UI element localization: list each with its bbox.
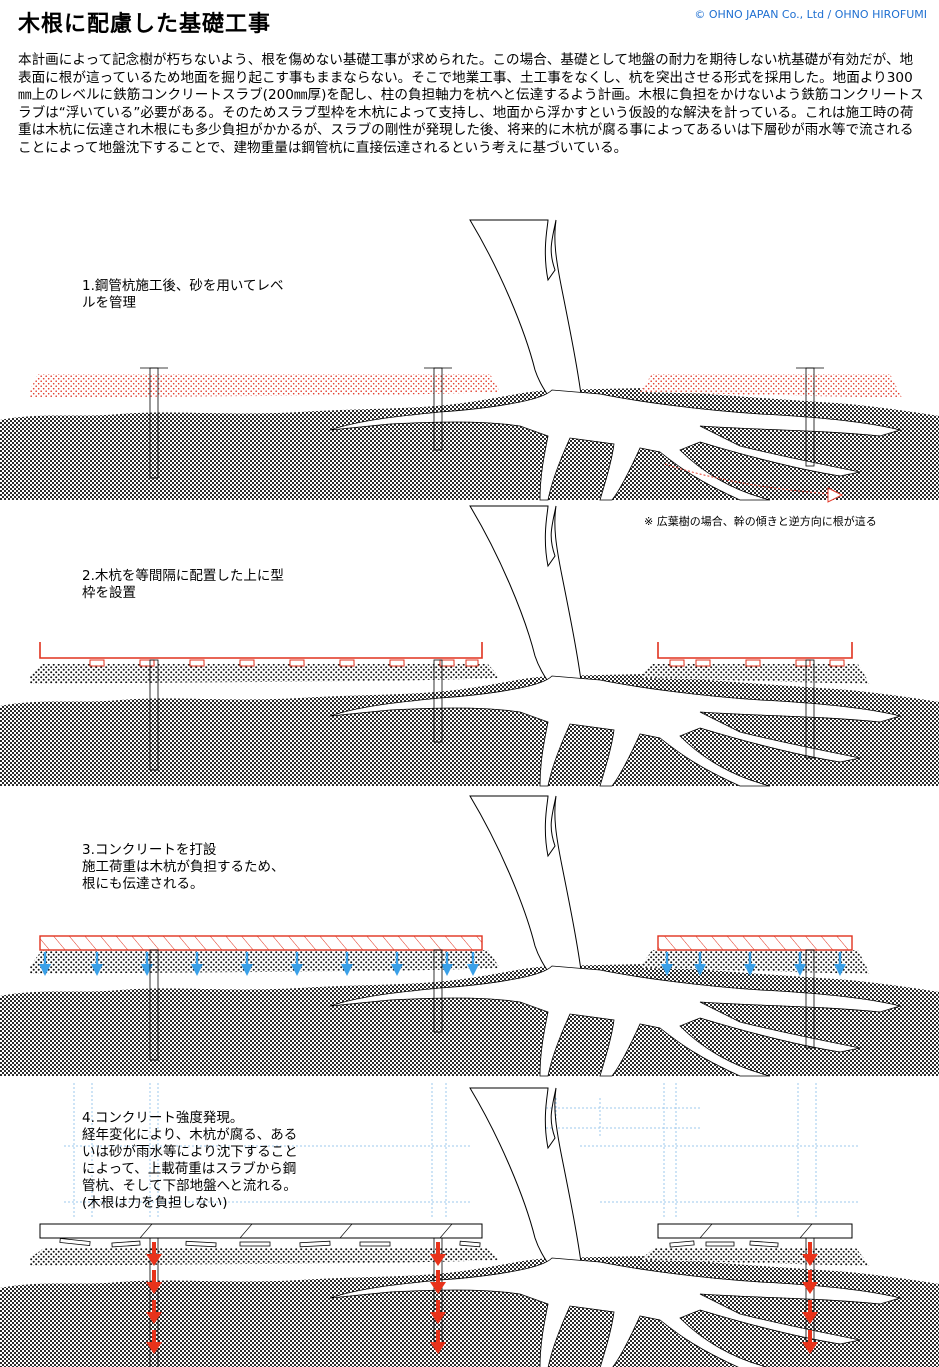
slab-hatch-lines [139,1223,813,1239]
concrete-slab-right [657,1223,853,1239]
construction-load-arrows [39,952,846,976]
sand-fill-right [640,664,870,684]
panel-4 [0,1083,939,1367]
permanent-load-arrows [146,1242,818,1354]
step-3-label: 3.コンクリートを打設 施工荷重は木杭が負担するため、 根にも伝達される。 [82,842,285,892]
root-direction-note: ※ 広葉樹の場合、幹の傾きと逆方向に根が這る [644,515,877,528]
concrete-slab-left [39,1223,483,1239]
intro-paragraph: 本計画によって記念樹が朽ちないよう、根を傷めない基礎工事が求められた。この場合、… [18,52,924,156]
steel-piles [149,949,815,1061]
sand-fill-left [30,374,500,398]
copyright-text: © OHNO JAPAN Co., Ltd / OHNO HIROFUMI [694,8,927,21]
step-1-label: 1.鋼管杭施工後、砂を用いてレベ ルを管理 [82,278,284,311]
panel-3 [0,795,939,1077]
concrete-slab-left [39,935,483,951]
step-4-label: 4.コンクリート強度発現。 経年変化により、木杭が腐る、ある いは砂が雨水等によ… [82,1110,298,1211]
panel-1 [0,219,939,503]
sand-fill-left [30,950,500,974]
steel-piles [140,367,824,479]
decayed-timber-piles [59,1238,779,1248]
panel-2 [0,505,939,787]
step-2-label: 2.木杭を等間隔に配置した上に型 枠を設置 [82,568,284,601]
sand-fill-right [640,374,902,398]
sand-fill-left [30,664,500,684]
concrete-slab-right [657,935,853,951]
timber-piles [89,659,845,667]
sand-fill-left [30,1248,500,1266]
formwork [39,642,853,659]
root-direction-arrow [664,463,833,495]
page-title: 木根に配慮した基礎工事 [18,12,272,37]
steel-piles [149,659,815,771]
